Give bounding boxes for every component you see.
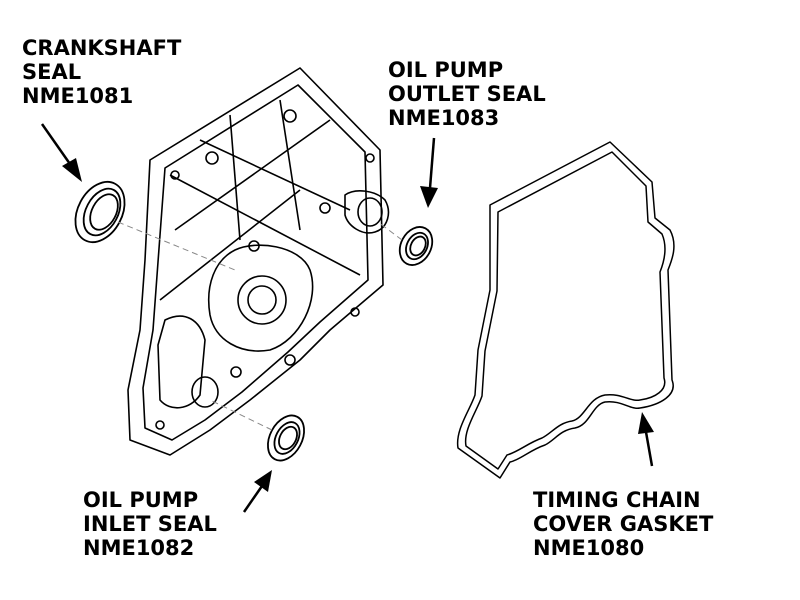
crankshaft-seal-part-number: NME1081	[22, 84, 134, 108]
crankshaft-seal	[74, 181, 126, 243]
oil-pump-inlet-seal-label-line-2: INLET SEAL	[83, 512, 217, 536]
arrow-head-inlet	[254, 470, 272, 492]
crankshaft-seal-label-line-1: CRANKSHAFT	[22, 36, 182, 60]
timing-chain-cover-gasket-label-line-2: COVER GASKET	[533, 512, 714, 536]
oil-pump-inlet-seal	[267, 414, 305, 462]
crankshaft-seal-label: CRANKSHAFT SEAL NME1081	[22, 36, 181, 108]
oil-pump-inlet-seal-part-number: NME1082	[83, 536, 195, 560]
arrow-head-outlet	[420, 186, 438, 208]
arrows	[40, 123, 654, 513]
timing-chain-cover-gasket-label: TIMING CHAIN COVER GASKET NME1080	[533, 488, 713, 560]
oil-pump-outlet-seal-label: OIL PUMP OUTLET SEAL NME1083	[388, 58, 546, 130]
timing-chain-cover-gasket-part-number: NME1080	[533, 536, 645, 560]
arrow-head-gasket	[638, 412, 654, 434]
oil-pump-outlet-seal-label-line-1: OIL PUMP	[388, 58, 504, 82]
timing-chain-cover	[127, 67, 390, 456]
arrow-head-crankshaft	[62, 158, 82, 182]
oil-pump-outlet-seal	[398, 226, 434, 266]
oil-pump-outlet-seal-part-number: NME1083	[388, 106, 500, 130]
crankshaft-seal-label-line-2: SEAL	[22, 60, 82, 84]
oil-pump-inlet-seal-label: OIL PUMP INLET SEAL NME1082	[83, 488, 217, 560]
alignment-lines	[117, 221, 403, 431]
timing-chain-cover-gasket-label-line-1: TIMING CHAIN	[533, 488, 701, 512]
timing-chain-cover-gasket	[456, 141, 675, 479]
oil-pump-inlet-seal-label-line-1: OIL PUMP	[83, 488, 199, 512]
oil-pump-outlet-seal-label-line-2: OUTLET SEAL	[388, 82, 546, 106]
